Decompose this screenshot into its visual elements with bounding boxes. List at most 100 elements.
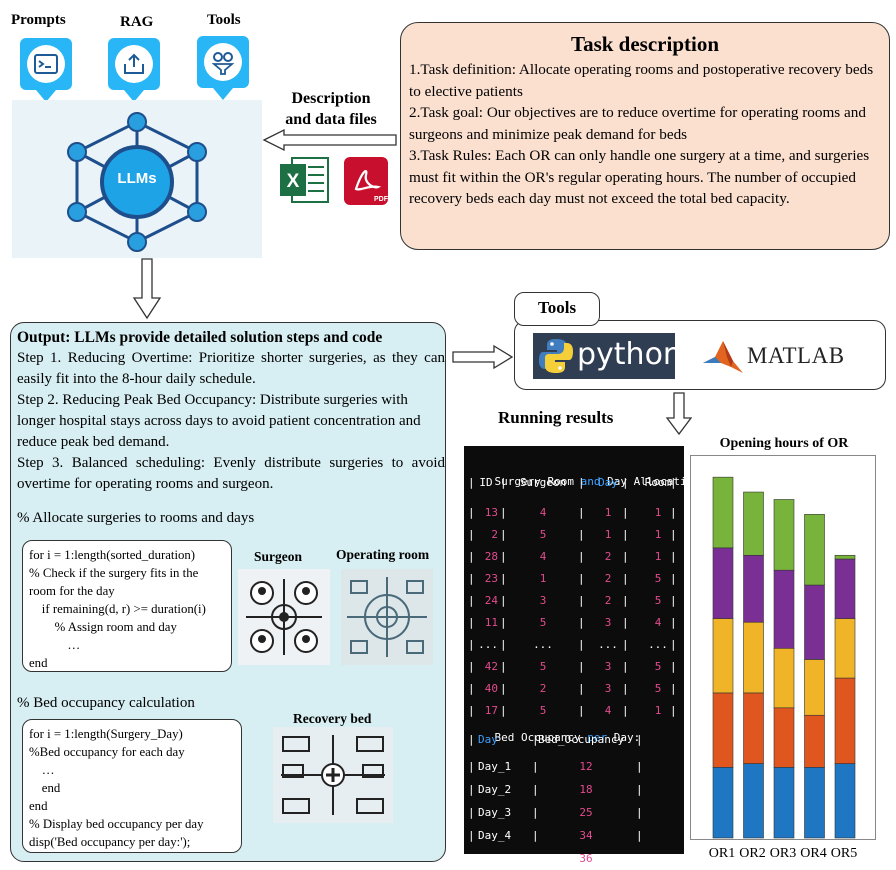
table-separator: | xyxy=(500,528,507,541)
table-separator: | xyxy=(532,852,539,865)
table-separator: | xyxy=(578,660,585,673)
bed-value-cell: 36 xyxy=(579,852,593,865)
x-tick-label: OR5 xyxy=(830,846,858,861)
table-separator: | xyxy=(578,594,585,607)
table-cell: 3 xyxy=(604,616,612,629)
tools-pin-tip xyxy=(213,88,233,100)
table-cell: 5 xyxy=(654,594,662,607)
bar-segment-or2-2 xyxy=(743,692,764,764)
table-header-cell: Day xyxy=(598,476,618,489)
table-separator: | xyxy=(622,476,629,489)
task-description-box: Task description 1.Task definition: Allo… xyxy=(400,22,890,250)
x-tick-label: OR2 xyxy=(739,846,766,861)
table-cell: 13 xyxy=(484,506,498,519)
bar-segment-or5-3 xyxy=(834,618,856,679)
table-separator: | xyxy=(670,660,677,673)
bar-segment-or4-4 xyxy=(804,584,825,660)
table-cell: 11 xyxy=(484,616,498,629)
table-header-cell: Surgeon xyxy=(519,476,567,489)
table-separator: | xyxy=(622,594,629,607)
table-separator: | xyxy=(468,572,475,585)
table-cell: 1 xyxy=(654,550,662,563)
bar-segment-or2-3 xyxy=(743,621,764,694)
table-separator: | xyxy=(500,506,507,519)
table-separator: | xyxy=(670,638,677,651)
step-3: Step 3. Balanced scheduling: Evenly dist… xyxy=(17,455,445,492)
bed-day-cell: Day_5 xyxy=(478,852,512,865)
table-separator: | xyxy=(500,660,507,673)
bed-code-box: for i = 1:length(Surgery_Day) %Bed occup… xyxy=(22,719,242,853)
matlab-text: MATLAB xyxy=(747,343,845,368)
table-cell: 5 xyxy=(654,660,662,673)
table-cell: ... xyxy=(648,638,668,651)
table-cell: 42 xyxy=(484,660,498,673)
svg-text:PDF: PDF xyxy=(374,196,389,203)
bar-segment-or3-5 xyxy=(773,499,795,571)
table-separator: | xyxy=(532,829,539,842)
step-2: Step 2. Reducing Peak Bed Occupancy: Dis… xyxy=(17,392,421,450)
table-separator: | xyxy=(468,783,475,796)
bar-segment-or4-2 xyxy=(804,714,825,768)
running-results-title: Running results xyxy=(498,408,614,427)
table-cell: 2 xyxy=(604,572,612,585)
svg-text:X: X xyxy=(287,171,300,192)
rag-pin xyxy=(108,38,160,90)
down-arrow-results xyxy=(666,392,692,436)
x-tick-label: OR1 xyxy=(708,846,736,861)
bed-day-cell: Day_4 xyxy=(478,829,512,842)
table-separator: | xyxy=(622,528,629,541)
table-separator: | xyxy=(532,806,539,819)
table-separator: | xyxy=(578,572,585,585)
rag-pin-tip xyxy=(124,90,144,102)
table-separator: | xyxy=(468,704,475,717)
table-separator: | xyxy=(500,638,507,651)
bar-segment-or5-4 xyxy=(834,558,856,619)
table-separator: | xyxy=(468,616,475,629)
bar-segment-or4-5 xyxy=(804,514,825,586)
table-separator: | xyxy=(622,550,629,563)
bed-value-cell: 12 xyxy=(579,760,593,773)
bar-segment-or2-5 xyxy=(743,491,764,556)
table-cell: 2 xyxy=(604,594,612,607)
table-separator: | xyxy=(468,550,475,563)
bar-segment-or3-2 xyxy=(773,707,795,768)
upload-box-icon xyxy=(124,53,144,74)
table-cell: 4 xyxy=(539,550,547,563)
table-separator: | xyxy=(500,704,507,717)
table-cell: 1 xyxy=(654,528,662,541)
table-separator: | xyxy=(468,638,475,651)
bed-day-cell: Day_3 xyxy=(478,806,512,819)
bar-segment-or1-2 xyxy=(712,692,734,768)
bar-segment-or5-1 xyxy=(834,763,856,839)
allocate-comment: % Allocate surgeries to rooms and days xyxy=(17,510,255,526)
recovery-bed-label: Recovery bed xyxy=(293,711,372,726)
python-text: python xyxy=(577,337,682,372)
bar-segment-or4-1 xyxy=(804,767,825,839)
left-arrow xyxy=(262,128,397,152)
bed-title-part-c: Day: xyxy=(607,731,641,744)
table-cell: 24 xyxy=(484,594,498,607)
bed-header-cell: Bed_Occupancy xyxy=(538,733,625,746)
bed-title-part-b: per xyxy=(587,731,608,744)
tools-title: Tools xyxy=(514,292,600,326)
table-separator: | xyxy=(578,550,585,563)
table-separator: | xyxy=(670,572,677,585)
task-goal: 2.Task goal: Our objectives are to reduc… xyxy=(409,104,866,143)
table-separator: | xyxy=(636,783,643,796)
table-cell: 28 xyxy=(484,550,498,563)
table-cell: 40 xyxy=(484,682,498,695)
table-header-cell: Room xyxy=(644,476,672,489)
bed-header-cell: Day xyxy=(478,733,498,746)
prompts-pin xyxy=(20,38,72,90)
table-cell: 3 xyxy=(539,594,547,607)
table-separator: | xyxy=(468,506,475,519)
task-rules: 3.Task Rules: Each OR can only handle on… xyxy=(409,147,870,207)
table-cell: 4 xyxy=(539,506,547,519)
alloc-title-part-c: Day xyxy=(600,475,627,488)
table-separator: | xyxy=(622,660,629,673)
table-cell: 3 xyxy=(604,682,612,695)
bar-segment-or5-5 xyxy=(834,554,856,560)
table-separator: | xyxy=(468,476,475,489)
table-separator: | xyxy=(468,806,475,819)
terminal-icon xyxy=(34,54,58,74)
